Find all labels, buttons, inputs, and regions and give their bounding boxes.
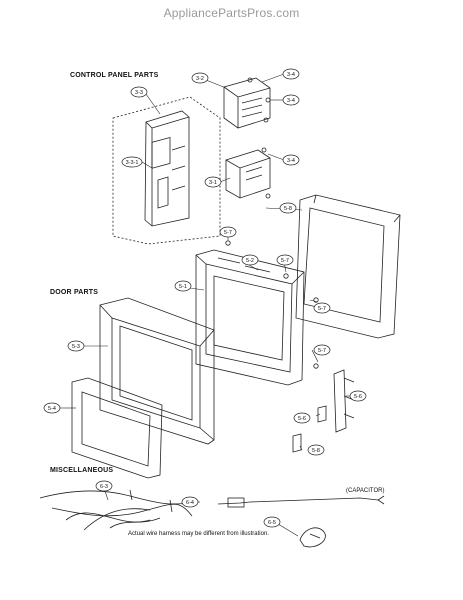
callout-5-8-b: 5-8: [307, 444, 325, 456]
site-watermark: AppliancePartsPros.com: [163, 6, 300, 20]
callout-5-7-d: 5-7: [313, 344, 331, 356]
svg-text:5-3: 5-3: [72, 344, 80, 350]
callout-6-5: 6-5: [263, 516, 281, 528]
callout-3-3-1: 3-3-1: [121, 156, 143, 168]
door-latch: [317, 369, 355, 433]
svg-text:5-7: 5-7: [318, 348, 326, 354]
callout-5-7-a: 5-7: [219, 226, 237, 238]
svg-text:5-6: 5-6: [298, 416, 306, 422]
door-screws: [225, 240, 319, 369]
callout-3-4-b: 3-4: [282, 94, 300, 106]
svg-text:5-4: 5-4: [48, 406, 56, 412]
callout-6-4: 6-4: [181, 496, 199, 508]
callout-6-3: 6-3: [95, 480, 113, 492]
callout-5-6-b: 5-6: [293, 412, 311, 424]
callout-5-8: 5-8: [279, 202, 297, 214]
callout-5-1: 5-1: [174, 280, 192, 292]
svg-text:3-4: 3-4: [287, 72, 295, 78]
callout-3-4-a: 3-4: [282, 68, 300, 80]
callout-3-3: 3-3: [130, 86, 148, 98]
callout-5-4: 5-4: [43, 402, 61, 414]
pcb-module: [223, 77, 271, 129]
control-board: [225, 147, 271, 199]
capacitor-label: (CAPACITOR): [346, 488, 385, 494]
svg-text:5-2: 5-2: [246, 258, 254, 264]
svg-text:5-1: 5-1: [179, 284, 187, 290]
section-door-parts: DOOR PARTS: [50, 289, 99, 296]
svg-text:3-3-1: 3-3-1: [126, 160, 139, 166]
svg-text:5-8: 5-8: [284, 206, 292, 212]
svg-text:5-7: 5-7: [281, 258, 289, 264]
svg-text:3-3: 3-3: [135, 90, 143, 96]
control-panel-assembly: [144, 110, 190, 227]
callout-3-2: 3-2: [191, 72, 209, 84]
svg-text:5-8: 5-8: [312, 448, 320, 454]
door-screen-panel: [71, 377, 163, 479]
svg-text:5-7: 5-7: [224, 230, 232, 236]
svg-text:6-5: 6-5: [268, 520, 276, 526]
svg-text:3-1: 3-1: [209, 180, 217, 186]
control-panel-dashed-outline: [112, 96, 221, 245]
svg-text:5-7: 5-7: [318, 306, 326, 312]
door-spring: [292, 433, 302, 453]
high-voltage-part: [299, 527, 326, 548]
capacitor-lead: [217, 495, 385, 508]
section-miscellaneous: MISCELLANEOUS: [50, 467, 114, 474]
wire-harness: [39, 489, 197, 531]
door-inner-panel: [195, 249, 305, 386]
svg-text:3-4: 3-4: [287, 98, 295, 104]
callout-5-6-a: 5-6: [349, 390, 367, 402]
callout-5-7-c: 5-7: [313, 302, 331, 314]
svg-text:6-3: 6-3: [100, 484, 108, 490]
section-control-panel-parts: CONTROL PANEL PARTS: [70, 72, 159, 79]
leader-lines: [60, 73, 350, 537]
callout-3-1: 3-1: [204, 176, 222, 188]
callout-5-7-b: 5-7: [276, 254, 294, 266]
svg-text:3-2: 3-2: [196, 76, 204, 82]
callout-3-4-c: 3-4: [282, 154, 300, 166]
svg-text:5-6: 5-6: [354, 394, 362, 400]
svg-text:6-4: 6-4: [186, 500, 194, 506]
callout-5-3: 5-3: [67, 340, 85, 352]
harness-note: Actual wire harness may be different fro…: [128, 531, 269, 537]
svg-text:3-4: 3-4: [287, 158, 295, 164]
callout-5-2: 5-2: [241, 254, 259, 266]
door-frame-rear: [295, 194, 401, 339]
callout-bubbles: 3-2 3-4 3-4 3-3 3-4 3-3-1 3-1 5-8 5-7 5-…: [43, 68, 367, 528]
door-outer: [99, 297, 215, 445]
